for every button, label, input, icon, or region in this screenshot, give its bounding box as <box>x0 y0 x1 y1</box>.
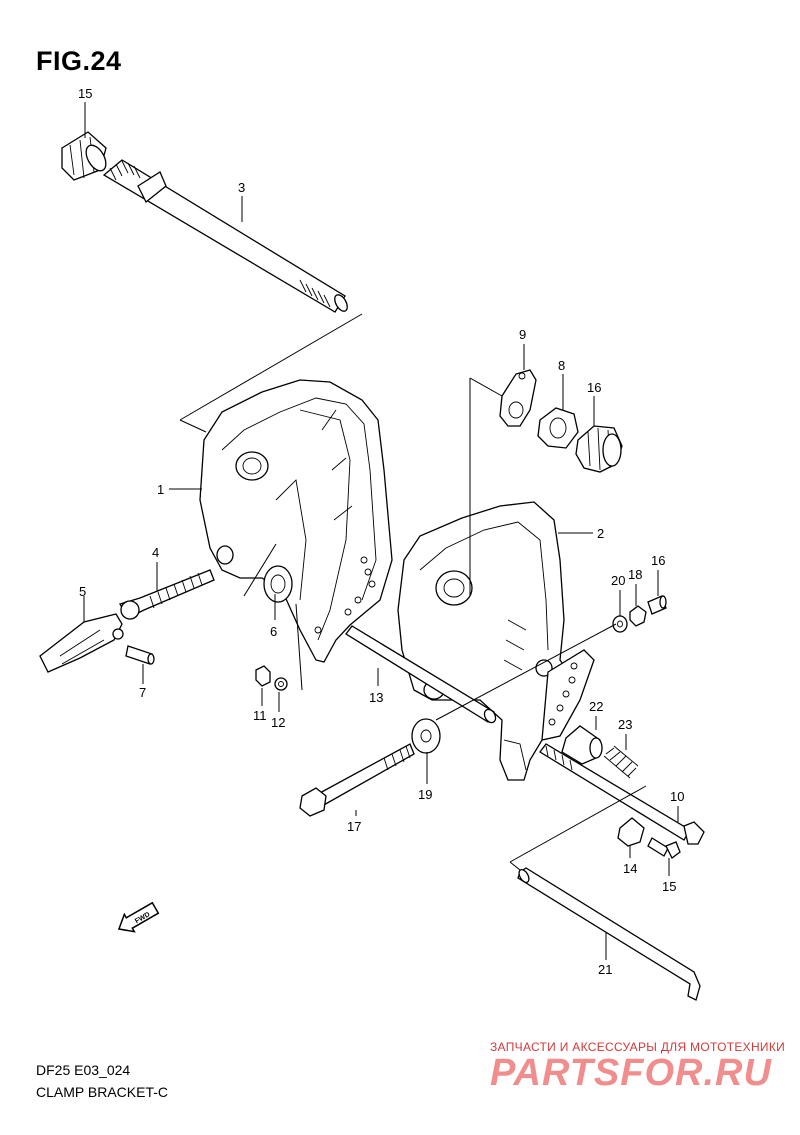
callout-11: 11 <box>253 708 267 723</box>
leader-lines <box>83 102 679 960</box>
callout-22: 21 <box>598 962 612 977</box>
part-15-bolt <box>647 837 681 859</box>
part-2-clamp-bracket-right <box>397 501 595 781</box>
part-19-nut <box>629 605 647 627</box>
part-13-shaft <box>345 625 497 724</box>
part-17-bushing <box>647 595 667 615</box>
callout-4: 4 <box>152 545 159 560</box>
callout-1: 1 <box>157 482 164 497</box>
part-6-bushing <box>263 565 293 603</box>
part-4-adjust-rod <box>119 569 215 620</box>
callout-17: 16 <box>651 553 665 568</box>
part-16-knob-right <box>575 425 623 473</box>
part-7-pin <box>125 645 155 665</box>
callout-16-right: 16 <box>587 380 601 395</box>
part-16-knob-top <box>61 131 107 181</box>
callout-15: 15 <box>662 879 676 894</box>
callout-6: 6 <box>270 624 277 639</box>
callout-labels: 15 3 1 4 5 6 7 11 12 13 17 19 9 8 16 2 1… <box>78 86 684 977</box>
part-18-bolt <box>299 743 415 817</box>
callout-23: 22 <box>589 699 603 714</box>
part-8-nut <box>537 407 579 449</box>
callout-24: 23 <box>618 717 632 732</box>
callout-16-top: 15 <box>78 86 92 101</box>
part-10-long-bolt <box>539 743 705 845</box>
model-code: DF25 E03_024 <box>36 1062 131 1078</box>
callout-8: 8 <box>558 358 565 373</box>
callout-18: 17 <box>347 819 361 834</box>
part-11-nut <box>255 665 271 687</box>
part-3-tilt-tube <box>102 159 348 313</box>
callout-12: 12 <box>271 715 285 730</box>
part-5-lever <box>39 613 124 673</box>
part-23-collar <box>561 725 603 765</box>
part-22-rod <box>517 867 701 1001</box>
callout-20: 19 <box>418 787 432 802</box>
callout-13: 13 <box>369 690 383 705</box>
callout-5: 5 <box>79 584 86 599</box>
section-name: CLAMP BRACKET-C <box>36 1084 168 1100</box>
callout-10: 10 <box>670 789 684 804</box>
watermark-brand: PARTSFOR.RU <box>490 1052 772 1094</box>
callout-3: 3 <box>238 180 245 195</box>
fwd-arrow-icon <box>117 901 160 933</box>
part-14-collar <box>617 817 645 847</box>
part-9-plate <box>499 369 537 427</box>
watermark-caption: ЗАПЧАСТИ И АКСЕССУАРЫ ДЛЯ МОТОТЕХНИКИ <box>490 1040 786 1054</box>
callout-21: 20 <box>611 573 625 588</box>
callout-2: 2 <box>597 526 604 541</box>
part-12-washer <box>274 677 288 691</box>
part-1-clamp-bracket-left <box>199 379 393 663</box>
callout-14: 14 <box>623 861 637 876</box>
figure-title: FIG.24 <box>36 46 122 76</box>
part-20-washer <box>411 718 441 754</box>
part-24-spring <box>603 745 639 779</box>
callout-9: 9 <box>519 327 526 342</box>
callout-7: 7 <box>139 685 146 700</box>
callout-19: 18 <box>628 567 642 582</box>
